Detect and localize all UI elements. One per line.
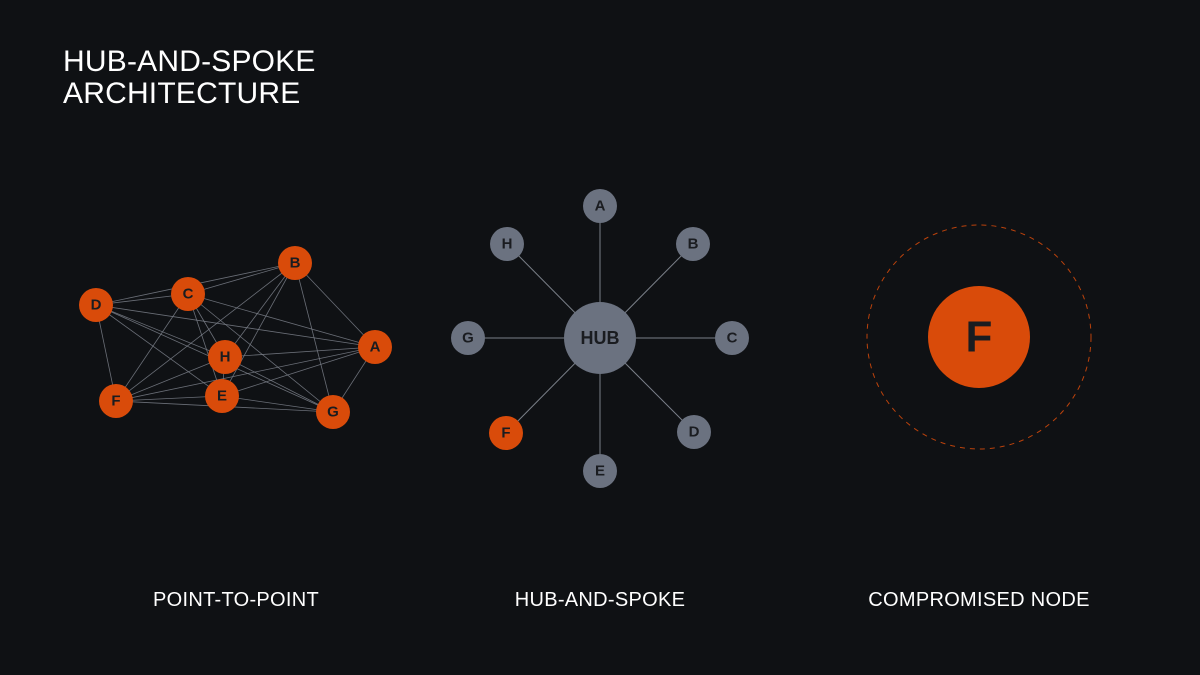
p2p-edge-a-f <box>115 346 376 402</box>
compromised-node-f: F <box>928 286 1030 388</box>
p2p-edge-c-e <box>187 293 223 397</box>
caption-hub-and-spoke: HUB-AND-SPOKE <box>514 589 686 611</box>
p2p-edge-e-f <box>115 395 223 402</box>
hub-node-circle <box>564 302 636 374</box>
point-to-point-nodes: A B C D E F G H <box>79 246 392 429</box>
spoke-node-g-circle <box>451 321 485 355</box>
p2p-edge-g-h <box>224 356 334 413</box>
spoke-node-f: F <box>489 416 523 450</box>
spoke-node-b-circle <box>676 227 710 261</box>
spoke-node-h-label: H <box>502 236 513 253</box>
hub-and-spoke-nodes: HUB A B C D E F G H <box>451 189 749 488</box>
p2p-node-c-label: C <box>183 286 194 303</box>
p2p-node-g-label: G <box>327 404 339 421</box>
p2p-node-d: D <box>79 288 113 322</box>
compromised-node-f-label: F <box>966 313 993 362</box>
page-title-line-2: ARCHITECTURE <box>63 77 301 110</box>
p2p-node-g: G <box>316 395 350 429</box>
p2p-edge-d-h <box>95 304 226 358</box>
p2p-edge-c-f <box>115 293 189 402</box>
caption-compromised-node: COMPROMISED NODE <box>868 589 1090 611</box>
p2p-edge-a-e <box>221 346 376 397</box>
compromised-node-panel: F <box>866 224 1092 450</box>
spoke-node-a-circle <box>583 189 617 223</box>
hub-node: HUB <box>564 302 636 374</box>
p2p-node-b-label: B <box>290 255 301 272</box>
p2p-node-e: E <box>205 379 239 413</box>
p2p-edge-b-h <box>224 262 296 358</box>
p2p-node-a-label: A <box>370 339 381 356</box>
p2p-edge-a-h <box>224 346 376 358</box>
isolation-ring <box>866 224 1092 450</box>
spoke-node-d-label: D <box>689 424 700 441</box>
spoke-node-f-circle <box>489 416 523 450</box>
spoke-node-a: A <box>583 189 617 223</box>
p2p-edge-a-c <box>187 293 376 348</box>
spoke-node-c: C <box>715 321 749 355</box>
p2p-node-c-circle <box>171 277 205 311</box>
p2p-node-e-circle <box>205 379 239 413</box>
p2p-node-f-label: F <box>111 393 120 410</box>
p2p-node-e-label: E <box>217 388 227 405</box>
p2p-edge-f-h <box>115 356 226 402</box>
compromised-node-f-circle <box>928 286 1030 388</box>
p2p-node-a: A <box>358 330 392 364</box>
page-title: HUB-AND-SPOKE ARCHITECTURE <box>63 46 316 110</box>
spoke-node-e: E <box>583 454 617 488</box>
p2p-node-c: C <box>171 277 205 311</box>
p2p-node-b: B <box>278 246 312 280</box>
spoke-node-h: H <box>490 227 524 261</box>
p2p-node-f-circle <box>99 384 133 418</box>
p2p-edge-e-g <box>221 395 334 413</box>
p2p-edge-b-e <box>221 262 296 397</box>
p2p-node-b-circle <box>278 246 312 280</box>
caption-point-to-point: POINT-TO-POINT <box>152 589 320 611</box>
p2p-node-a-circle <box>358 330 392 364</box>
p2p-node-d-circle <box>79 288 113 322</box>
p2p-node-h: H <box>208 340 242 374</box>
p2p-node-f: F <box>99 384 133 418</box>
spoke-node-b: B <box>676 227 710 261</box>
spoke-node-b-label: B <box>688 236 699 253</box>
spoke-node-f-label: F <box>501 425 510 442</box>
p2p-edge-c-g <box>187 293 334 413</box>
spoke-node-g-label: G <box>462 330 474 347</box>
p2p-edge-d-e <box>95 304 223 397</box>
p2p-edge-b-f <box>115 262 296 402</box>
p2p-edge-a-b <box>294 262 376 348</box>
p2p-edge-b-g <box>294 262 334 413</box>
p2p-edge-b-c <box>187 262 296 295</box>
p2p-node-h-label: H <box>220 349 231 366</box>
spoke-node-a-label: A <box>595 198 606 215</box>
spoke-node-e-circle <box>583 454 617 488</box>
p2p-edge-a-d <box>95 304 376 348</box>
spoke-node-c-label: C <box>727 330 738 347</box>
p2p-node-g-circle <box>316 395 350 429</box>
spoke-node-g: G <box>451 321 485 355</box>
p2p-node-d-label: D <box>91 297 102 314</box>
spoke-node-h-circle <box>490 227 524 261</box>
p2p-node-h-circle <box>208 340 242 374</box>
page-title-line-1: HUB-AND-SPOKE <box>63 45 316 78</box>
spoke-node-d: D <box>677 415 711 449</box>
spoke-node-c-circle <box>715 321 749 355</box>
spoke-node-e-label: E <box>595 463 605 480</box>
spoke-node-d-circle <box>677 415 711 449</box>
hub-node-label: HUB <box>581 328 620 348</box>
